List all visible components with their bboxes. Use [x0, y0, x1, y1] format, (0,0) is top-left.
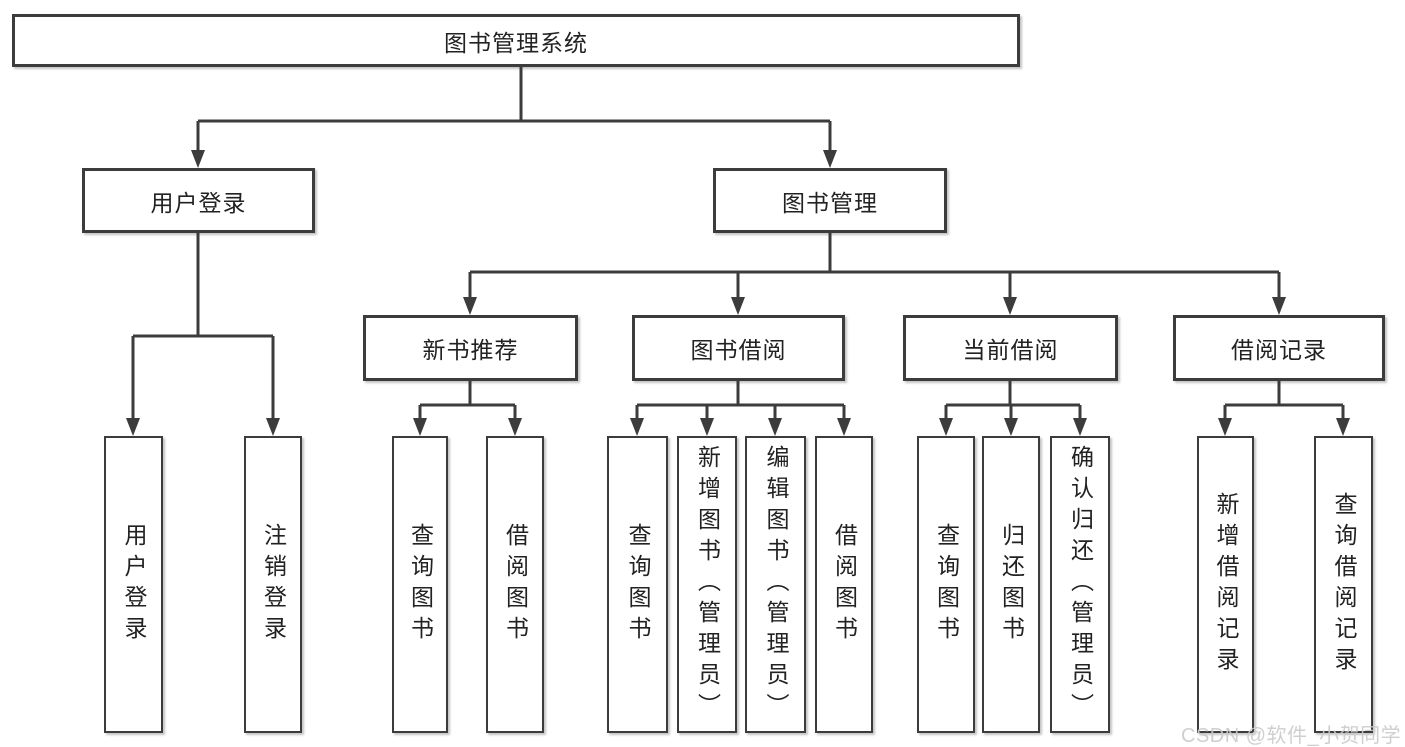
node-query-books-recommend: 查询图书: [392, 436, 448, 733]
node-label: 新增图书（管理员）: [694, 445, 721, 724]
node-add-borrow-record: 新增借阅记录: [1197, 436, 1254, 733]
node-borrow-books-recommend: 借阅图书: [486, 436, 544, 733]
node-user-login-action: 用户登录: [104, 436, 163, 733]
csdn-watermark: CSDN @软件_小贺同学: [1181, 725, 1402, 747]
node-confirm-return-admin: 确认归还（管理员）: [1050, 436, 1110, 733]
node-query-borrow-record: 查询借阅记录: [1314, 436, 1373, 733]
node-library-system: 图书管理系统: [12, 14, 1020, 67]
node-user-login: 用户登录: [82, 168, 315, 233]
node-label: 查询图书: [625, 522, 651, 647]
node-query-books-borrow: 查询图书: [607, 436, 668, 733]
node-return-books: 归还图书: [982, 436, 1040, 733]
node-edit-books-admin: 编辑图书（管理员）: [745, 436, 806, 733]
node-label: 确认归还（管理员）: [1067, 445, 1094, 724]
node-label: 借阅图书: [502, 522, 529, 647]
node-label: 新增借阅记录: [1213, 491, 1239, 678]
node-borrow-records: 借阅记录: [1173, 315, 1385, 381]
node-add-books-admin: 新增图书（管理员）: [677, 436, 737, 733]
node-borrow-books: 借阅图书: [815, 436, 873, 733]
node-new-book-recommend: 新书推荐: [363, 315, 578, 381]
node-label: 编辑图书（管理员）: [763, 445, 789, 724]
node-current-borrowing: 当前借阅: [903, 315, 1118, 381]
node-logout-action: 注销登录: [244, 436, 302, 733]
node-label: 归还图书: [998, 522, 1025, 647]
node-label: 借阅图书: [831, 522, 858, 647]
node-book-management: 图书管理: [713, 168, 947, 233]
node-label: 查询借阅记录: [1331, 491, 1357, 678]
node-label: 注销登录: [260, 522, 287, 647]
node-book-borrowing: 图书借阅: [632, 315, 845, 381]
node-label: 查询图书: [407, 522, 434, 647]
node-label: 查询图书: [933, 522, 960, 647]
node-query-books-current: 查询图书: [917, 436, 975, 733]
node-label: 用户登录: [121, 522, 147, 647]
